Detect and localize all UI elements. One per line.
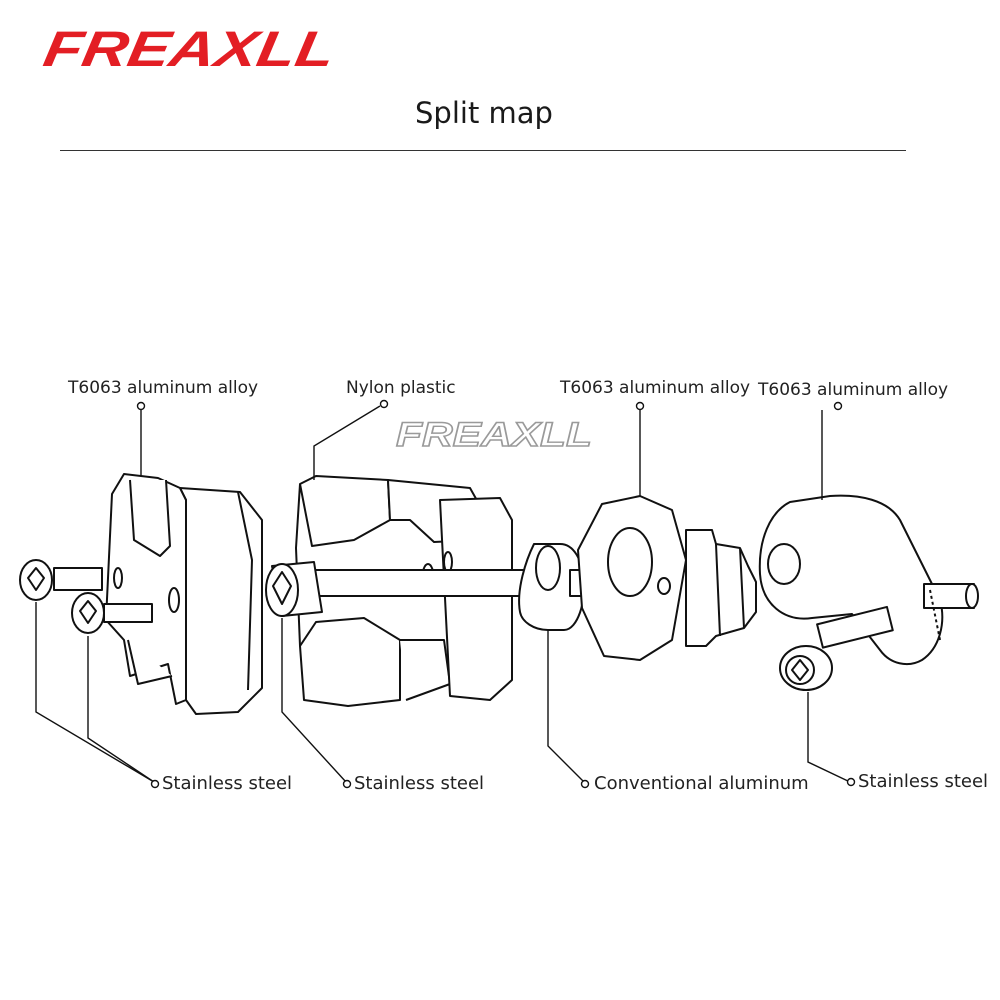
label-markers <box>136 399 856 789</box>
label-middle-jaw-material: Nylon plastic <box>346 378 456 398</box>
left-clamp-jaw <box>105 473 263 715</box>
aluminum-ring <box>518 543 601 631</box>
bolt-left-lower <box>71 592 153 634</box>
bolt-center <box>265 561 323 617</box>
center-shaft <box>299 569 531 597</box>
title-divider <box>60 150 906 151</box>
label-left-jaw-material: T6063 aluminum alloy <box>68 378 259 398</box>
label-left-bolts-material: Stainless steel <box>162 773 293 794</box>
label-right-bolt-material: Stainless steel <box>858 771 989 792</box>
page-title: Split map <box>415 96 553 130</box>
hex-ball-mount <box>577 495 757 661</box>
bolt-right <box>779 605 894 691</box>
oval-arm <box>758 494 979 666</box>
leader-lines <box>35 405 851 783</box>
label-arm-material: T6063 aluminum alloy <box>758 380 949 400</box>
label-hex-mount-material: T6063 aluminum alloy <box>560 378 751 398</box>
nylon-middle-jaw <box>295 475 513 707</box>
label-ring-material: Conventional aluminum <box>594 773 809 794</box>
watermark-text: FREAXLL <box>396 416 592 454</box>
label-center-bolt-material: Stainless steel <box>354 773 485 794</box>
brand-logo-text: FREAXLL <box>40 20 340 77</box>
brand-logo: FREAXLL <box>40 20 340 77</box>
bolt-left-upper <box>19 559 103 601</box>
